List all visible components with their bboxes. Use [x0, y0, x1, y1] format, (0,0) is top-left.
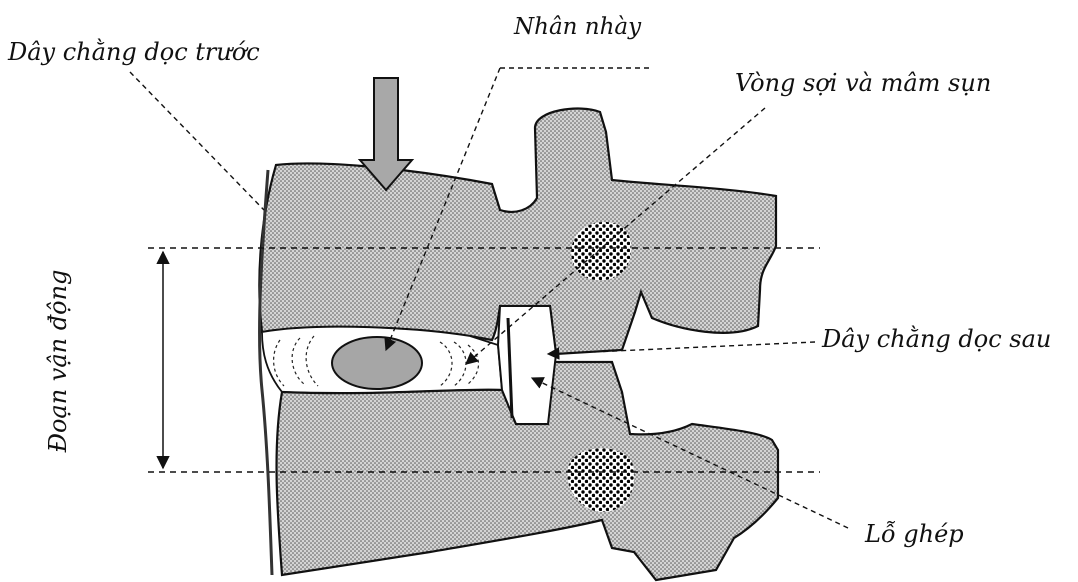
label-motion-segment: Đoạn vận động — [46, 246, 70, 476]
leader-anterior-ligament — [130, 72, 264, 210]
label-anterior-ligament: Dây chằng dọc trước — [8, 40, 260, 64]
label-posterior-ligament: Dây chằng dọc sau — [822, 327, 1051, 351]
label-foramen: Lỗ ghép — [865, 522, 964, 546]
label-annulus: Vòng sợi và mâm sụn — [735, 71, 991, 95]
label-nucleus: Nhân nhày — [514, 16, 641, 39]
nucleus-pulposus — [332, 337, 422, 389]
